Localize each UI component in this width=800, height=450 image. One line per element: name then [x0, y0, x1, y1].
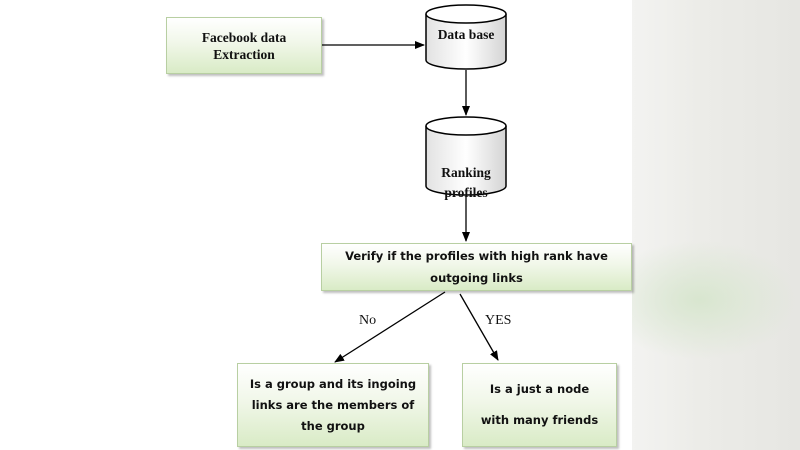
- extract-text: Facebook data Extraction: [201, 29, 287, 62]
- verify-box: Verify if the profiles with high rank ha…: [321, 243, 632, 291]
- node-box: Is a just a node with many friends: [462, 363, 617, 447]
- no-label: No: [359, 313, 377, 328]
- group-text: Is a group and its ingoing links are the…: [249, 376, 417, 433]
- ranking-label: Ranking profiles: [426, 143, 506, 203]
- extract-box: Facebook data Extraction: [166, 17, 322, 74]
- verify-text: Verify if the profiles with high rank ha…: [345, 249, 608, 285]
- background-glow: [632, 240, 800, 360]
- database-text: Data base: [437, 27, 495, 42]
- arrow-verify-to-node: [459, 293, 499, 361]
- group-box: Is a group and its ingoing links are the…: [237, 363, 429, 447]
- arrow-verify-to-group: [334, 291, 446, 363]
- database-label: Data base: [426, 25, 506, 45]
- ranking-cylinder: [425, 116, 507, 196]
- yes-label: YES: [485, 313, 512, 328]
- node-text: Is a just a node with many friends: [480, 382, 599, 427]
- ranking-text: Ranking profiles: [441, 165, 491, 200]
- database-cylinder: [425, 4, 507, 70]
- background-panel: [632, 0, 800, 450]
